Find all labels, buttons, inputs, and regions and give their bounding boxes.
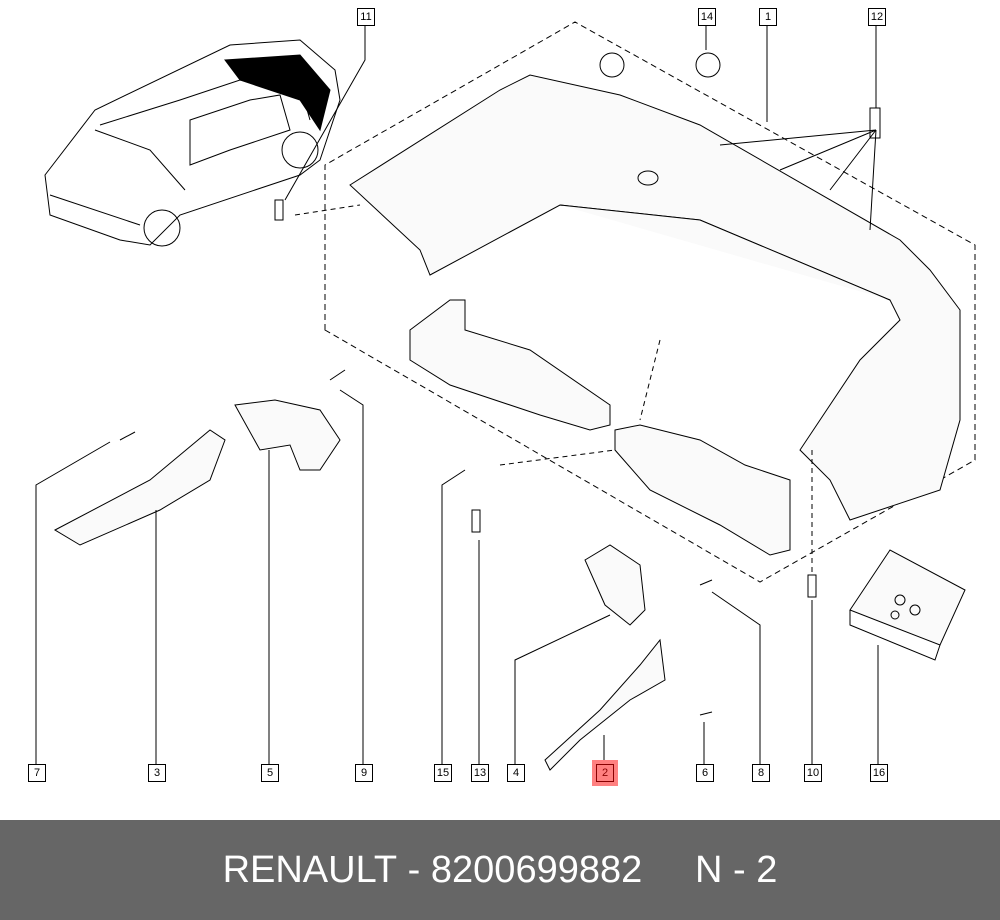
bracket-part-5 bbox=[234, 399, 341, 471]
leader-lines bbox=[35, 26, 879, 764]
parts-diagram bbox=[35, 21, 976, 771]
callout-14[interactable]: 14 bbox=[698, 8, 716, 26]
callout-13[interactable]: 13 bbox=[471, 764, 489, 782]
callout-8[interactable]: 8 bbox=[752, 764, 770, 782]
fasteners bbox=[119, 52, 881, 716]
callout-12[interactable]: 12 bbox=[868, 8, 886, 26]
callout-3[interactable]: 3 bbox=[148, 764, 166, 782]
bracket-center-left bbox=[409, 299, 611, 431]
fastener-kit-box bbox=[849, 549, 966, 661]
gap bbox=[642, 849, 695, 892]
callout-9[interactable]: 9 bbox=[355, 764, 373, 782]
dashed-guides bbox=[294, 204, 813, 575]
separator: - bbox=[397, 848, 431, 891]
rear-bumper-part-1 bbox=[349, 74, 961, 521]
callout-16[interactable]: 16 bbox=[870, 764, 888, 782]
position-code: N - 2 bbox=[695, 848, 778, 891]
callout-6[interactable]: 6 bbox=[696, 764, 714, 782]
callout-11[interactable]: 11 bbox=[357, 8, 375, 26]
bracket-part-4 bbox=[584, 544, 646, 626]
callout-15[interactable]: 15 bbox=[434, 764, 452, 782]
part-number: 8200699882 bbox=[430, 848, 643, 891]
callout-1[interactable]: 1 bbox=[759, 8, 777, 26]
callout-10[interactable]: 10 bbox=[804, 764, 822, 782]
assembly-frame bbox=[324, 21, 976, 583]
car-illustration bbox=[44, 39, 341, 247]
bracket-part-2 bbox=[544, 638, 666, 771]
callout-7[interactable]: 7 bbox=[28, 764, 46, 782]
callout-5[interactable]: 5 bbox=[261, 764, 279, 782]
bracket-center-right bbox=[614, 424, 791, 556]
callout-2-highlighted[interactable]: 2 bbox=[596, 764, 614, 782]
brand: RENAULT bbox=[222, 848, 398, 891]
bracket-part-3 bbox=[53, 429, 226, 546]
callout-4[interactable]: 4 bbox=[507, 764, 525, 782]
footer-caption: RENAULT - 8200699882 N - 2 bbox=[0, 820, 1000, 920]
